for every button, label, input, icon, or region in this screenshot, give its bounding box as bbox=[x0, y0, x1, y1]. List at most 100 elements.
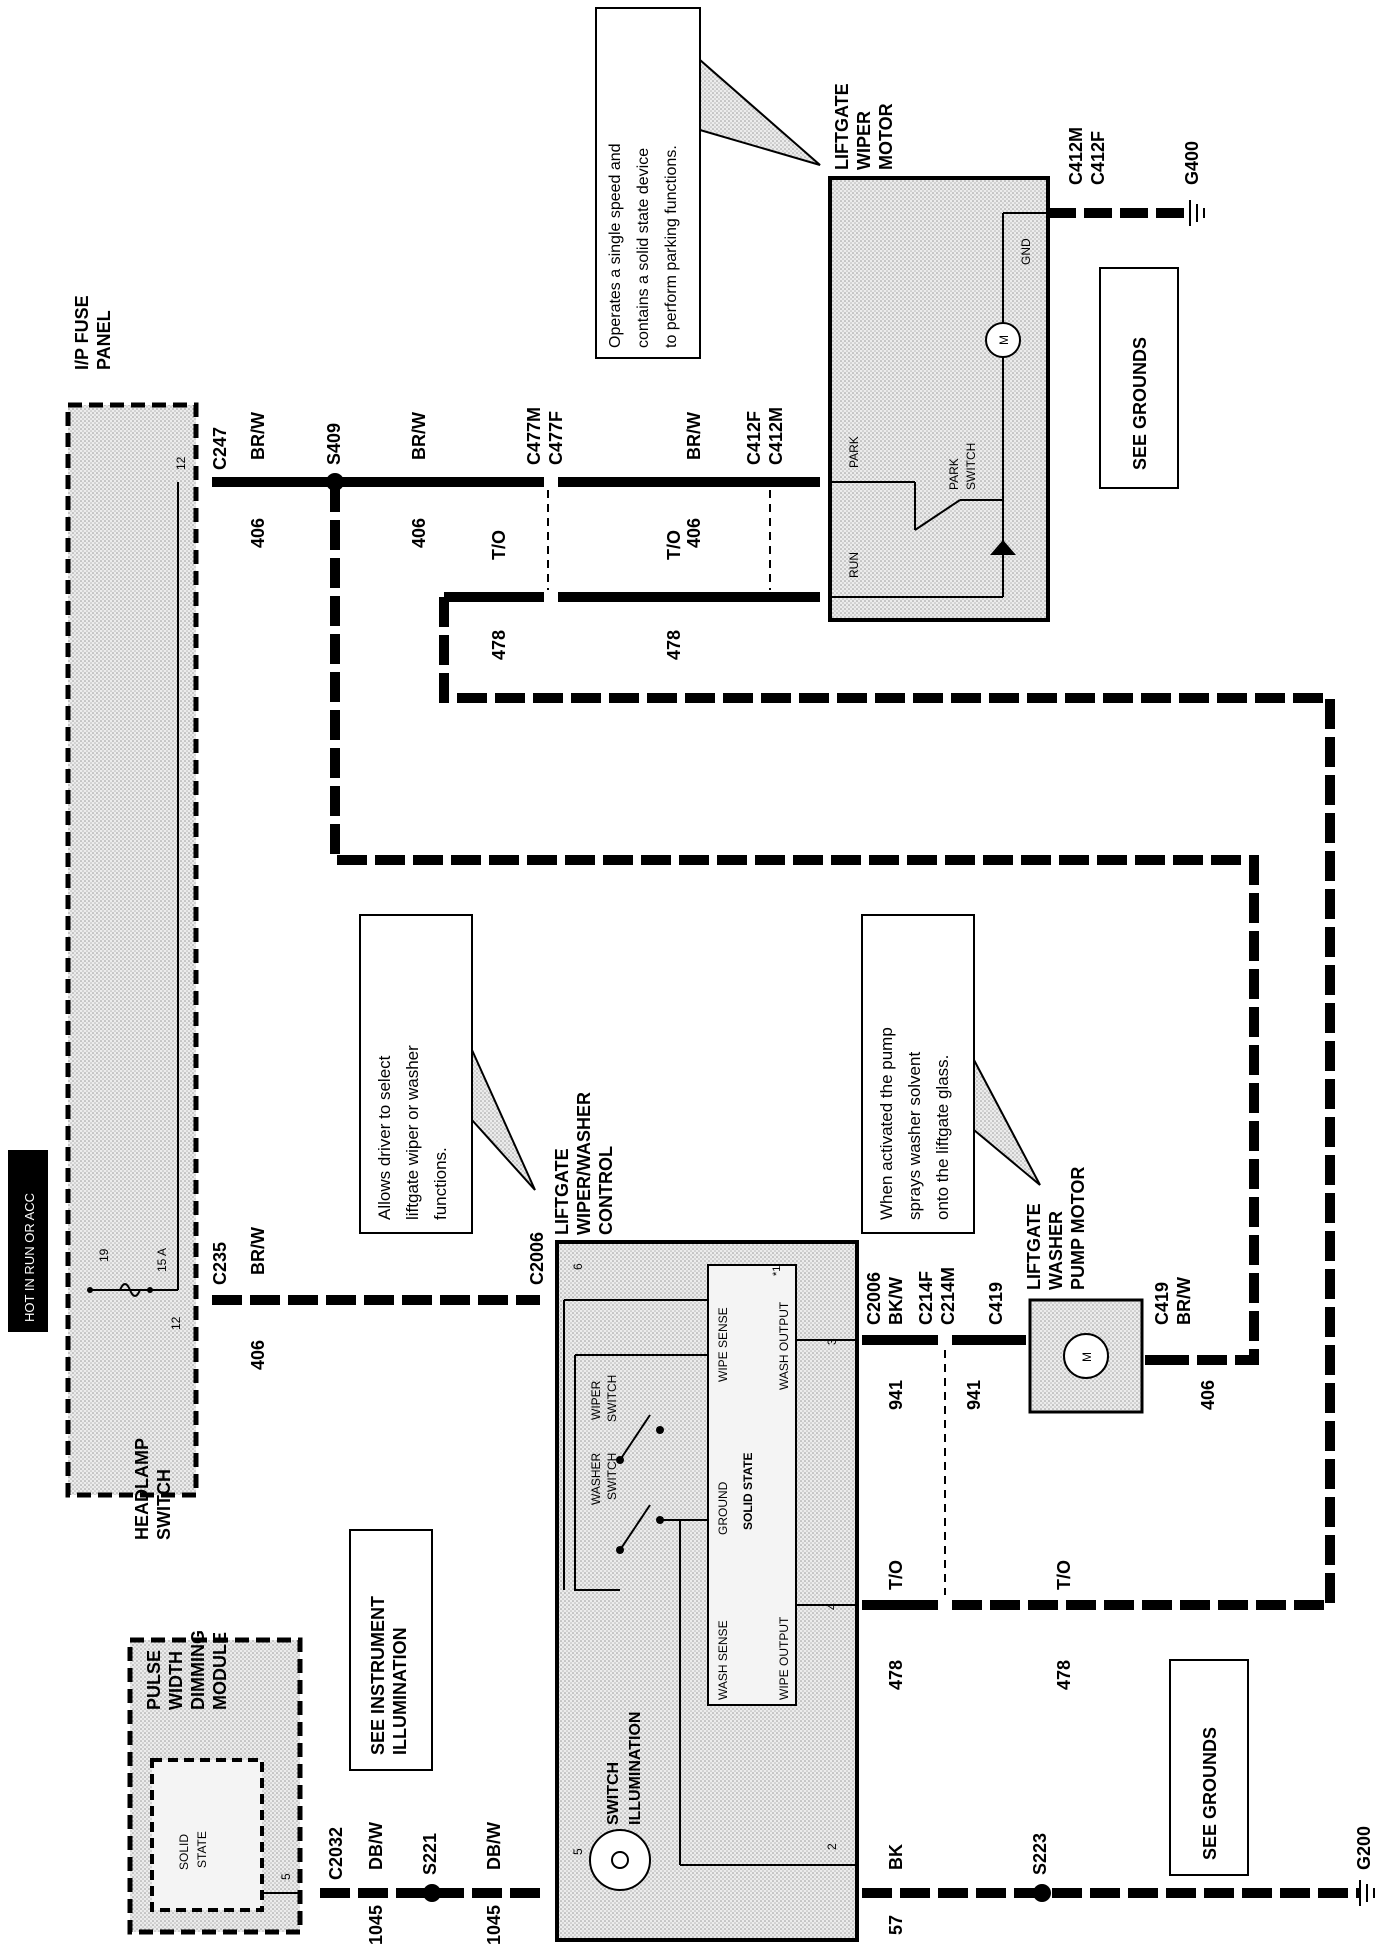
conn-c477f: C477F bbox=[546, 411, 566, 465]
control-note-box bbox=[359, 914, 473, 1234]
switch-contact-1 bbox=[616, 1546, 624, 1554]
washer-switch-1: WASHER bbox=[589, 1452, 603, 1505]
wiper-note-box bbox=[595, 7, 701, 359]
see-instrument-2: ILLUMINATION bbox=[390, 1627, 410, 1755]
conn-c214f: C214F bbox=[916, 1271, 936, 1325]
illumination-filament bbox=[611, 1851, 629, 1869]
conn-c214m: C214M bbox=[938, 1267, 958, 1325]
conn-c235: C235 bbox=[210, 1242, 230, 1285]
control-title-3: CONTROL bbox=[596, 1146, 616, 1235]
label-ground: GROUND bbox=[716, 1481, 730, 1535]
conn-c2006-a: C2006 bbox=[527, 1232, 547, 1285]
see-grounds-bottom-box bbox=[1169, 1659, 1249, 1876]
switch-wiring bbox=[574, 1355, 620, 1591]
dimming-module-3: DIMMING bbox=[188, 1630, 208, 1710]
fuse-rating: 15 A bbox=[155, 1248, 169, 1272]
pin-3: 3 bbox=[825, 1338, 839, 1345]
label-wash-sense: WASH SENSE bbox=[716, 1620, 730, 1700]
wire-num-941-2: 941 bbox=[964, 1380, 984, 1410]
wiper-motor-title-3: MOTOR bbox=[876, 103, 896, 170]
conn-g200: G200 bbox=[1354, 1826, 1374, 1870]
control-title-1: LIFTGATE bbox=[552, 1148, 572, 1235]
conn-s409: S409 bbox=[324, 423, 344, 465]
pump-title-3: PUMP MOTOR bbox=[1068, 1167, 1088, 1290]
see-instrument-1: SEE INSTRUMENT bbox=[368, 1596, 388, 1755]
wiper-note-3: to perform parking functions. bbox=[663, 145, 680, 348]
conn-c477m: C477M bbox=[524, 407, 544, 465]
pin-6: 6 bbox=[571, 1263, 585, 1270]
dimming-module-1: PULSE bbox=[144, 1650, 164, 1710]
illumination-label-1: SWITCH bbox=[605, 1762, 622, 1825]
splice-s221 bbox=[423, 1884, 441, 1902]
switch-contact-2 bbox=[616, 1456, 624, 1464]
control-title-2: WIPER/WASHER bbox=[574, 1092, 594, 1235]
wire-color-brw-4: BR/W bbox=[248, 1227, 268, 1275]
fuse-number: 19 bbox=[97, 1248, 111, 1262]
wire-num-478-1: 478 bbox=[489, 630, 509, 660]
illumination-label-2: ILLUMINATION bbox=[627, 1712, 644, 1825]
see-grounds-top-box bbox=[1099, 267, 1179, 489]
conn-c2032: C2032 bbox=[326, 1827, 346, 1880]
wire-to-4: T/O bbox=[1054, 1560, 1074, 1590]
wire-num-941-1: 941 bbox=[886, 1380, 906, 1410]
fuse-node-b bbox=[147, 1287, 153, 1293]
pin-5: 5 bbox=[571, 1848, 585, 1855]
wire-color-dbw-2: DB/W bbox=[484, 1822, 504, 1870]
pin-2: 2 bbox=[825, 1843, 839, 1850]
wiper-switch-blade bbox=[619, 1414, 651, 1461]
conn-c412f-a: C412F bbox=[744, 411, 764, 465]
pump-motor-m: M bbox=[1080, 1352, 1094, 1362]
wire-color-bkw: BK/W bbox=[886, 1277, 906, 1325]
wire-to-3: T/O bbox=[886, 1560, 906, 1590]
wire-num-478-3: 478 bbox=[886, 1660, 906, 1690]
conn-c247: C247 bbox=[210, 427, 230, 470]
conn-c412m-a: C412M bbox=[766, 407, 786, 465]
wiper-motor-box bbox=[828, 176, 1050, 622]
wiper-motor-park: PARK bbox=[847, 436, 861, 468]
pump-title-1: LIFTGATE bbox=[1024, 1203, 1044, 1290]
park-switch-1: PARK bbox=[947, 458, 961, 490]
fuse-panel-title-1: I/P FUSE bbox=[72, 295, 92, 370]
wire-num-406-3: 406 bbox=[684, 518, 704, 548]
fuse-panel-pin-top: 12 bbox=[174, 456, 188, 470]
wire-478-route bbox=[439, 597, 1335, 1610]
wire-num-406-1: 406 bbox=[248, 518, 268, 548]
fuse-panel-pin-bottom: 12 bbox=[169, 1316, 183, 1330]
conn-s221: S221 bbox=[420, 1833, 440, 1875]
conn-c419-a: C419 bbox=[986, 1282, 1006, 1325]
dimming-solid-2: STATE bbox=[195, 1831, 209, 1868]
switch-contact-4 bbox=[656, 1426, 664, 1434]
pump-title-2: WASHER bbox=[1046, 1211, 1066, 1290]
wire-color-brw-2: BR/W bbox=[409, 412, 429, 460]
pump-note-box bbox=[861, 914, 975, 1234]
wire-num-406-4: 406 bbox=[248, 1340, 268, 1370]
illumination-bulb bbox=[589, 1829, 651, 1891]
pump-note-2: sprays washer solvent bbox=[905, 1052, 924, 1220]
label-wash-output: WASH OUTPUT bbox=[777, 1301, 791, 1390]
wiper-motor-run: RUN bbox=[847, 552, 861, 578]
dimming-module-2: WIDTH bbox=[166, 1651, 186, 1710]
park-switch-blade bbox=[914, 499, 961, 531]
label-wipe-output: WIPE OUTPUT bbox=[777, 1616, 791, 1700]
pin-4: 4 bbox=[825, 1603, 839, 1610]
conn-c419-b: C419 bbox=[1152, 1282, 1172, 1325]
wiper-switch-2: SWITCH bbox=[605, 1375, 619, 1422]
wire-406-route bbox=[330, 482, 1259, 1365]
wire-color-brw-5: BR/W bbox=[1174, 1277, 1194, 1325]
wiper-motor-gnd: GND bbox=[1019, 238, 1033, 265]
wire-color-bk: BK bbox=[886, 1844, 906, 1870]
conn-c412f-b: C412F bbox=[1088, 131, 1108, 185]
solid-state-inner-box bbox=[150, 1758, 264, 1912]
washer-switch-blade bbox=[619, 1504, 651, 1551]
wire-num-1045-1: 1045 bbox=[366, 1905, 386, 1945]
headlamp-title-1: HEADLAMP bbox=[132, 1438, 152, 1540]
wire-to-2: T/O bbox=[664, 530, 684, 560]
hot-label: HOT IN RUN OR ACC bbox=[22, 1193, 37, 1322]
label-solid-state: SOLID STATE bbox=[741, 1452, 755, 1530]
star-note: *1 bbox=[771, 1266, 783, 1276]
wiper-note-pointer bbox=[699, 57, 821, 166]
control-note-2: liftgate wiper or washer bbox=[403, 1045, 422, 1220]
dimming-solid-1: SOLID bbox=[177, 1834, 191, 1870]
dimming-module-4: MODULE bbox=[210, 1632, 230, 1710]
